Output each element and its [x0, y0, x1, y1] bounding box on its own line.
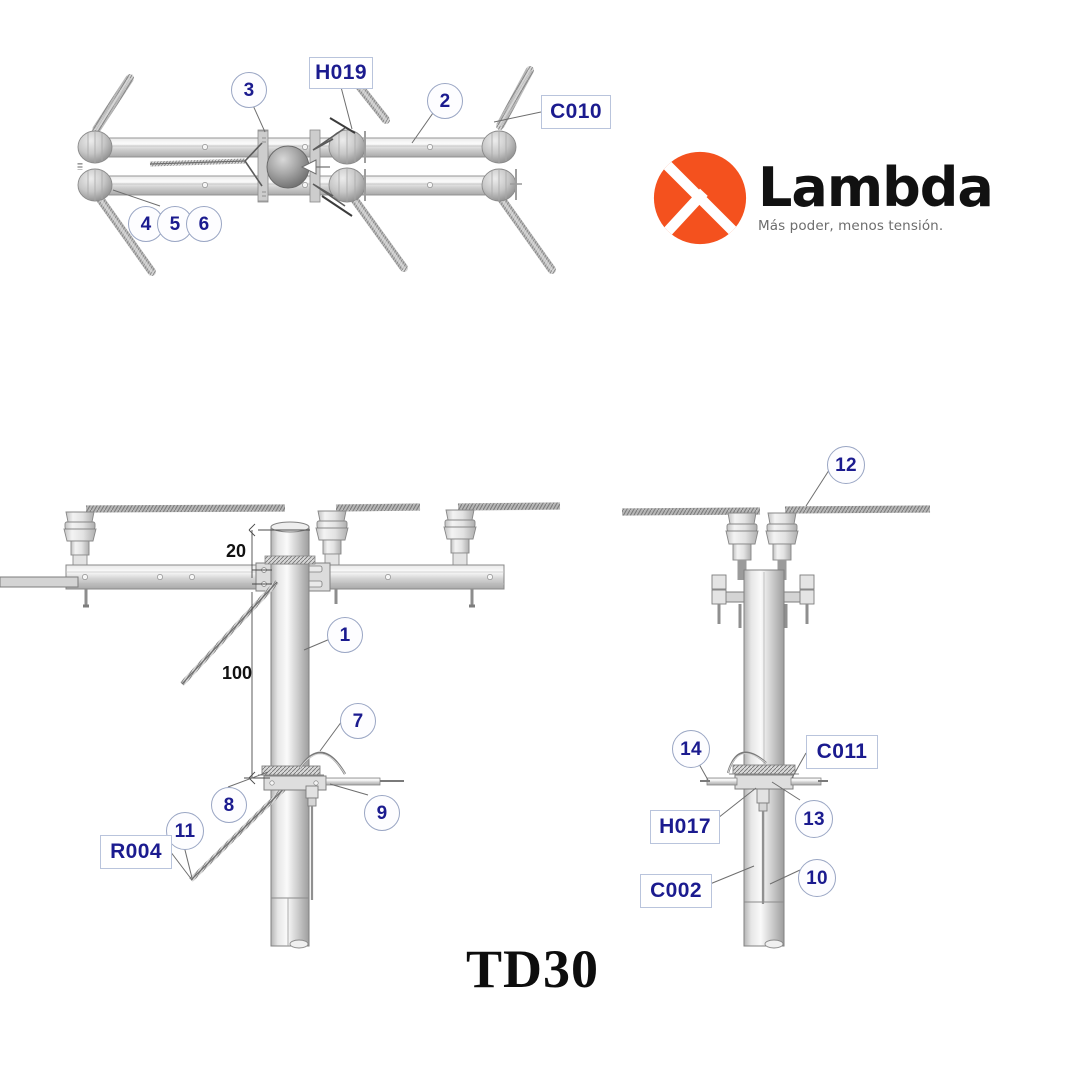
callout-2[interactable]: 2	[427, 83, 463, 119]
callout-r004[interactable]: R004	[100, 835, 172, 869]
callout-3[interactable]: 3	[231, 72, 267, 108]
brand-logo: Lambda Más poder, menos tensión.	[652, 150, 994, 246]
callout-13[interactable]: 13	[795, 800, 833, 838]
callout-7[interactable]: 7	[340, 703, 376, 739]
callout-10[interactable]: 10	[798, 859, 836, 897]
callout-h017[interactable]: H017	[650, 810, 720, 844]
page-title: TD30	[466, 939, 600, 999]
callout-12[interactable]: 12	[827, 446, 865, 484]
callout-group-456: 4 5 6	[128, 206, 224, 242]
callout-14[interactable]: 14	[672, 730, 710, 768]
callout-5[interactable]: 5	[157, 206, 193, 242]
brand-name: Lambda	[758, 156, 994, 220]
callout-8[interactable]: 8	[211, 787, 247, 823]
brand-wordmark: Lambda Más poder, menos tensión.	[758, 156, 994, 234]
callout-h019[interactable]: H019	[309, 57, 373, 89]
dimension-100: 100	[222, 663, 253, 683]
callout-c002[interactable]: C002	[640, 874, 712, 908]
brand-tagline: Más poder, menos tensión.	[758, 217, 944, 234]
callout-9[interactable]: 9	[364, 795, 400, 831]
callout-c010[interactable]: C010	[541, 95, 611, 129]
callout-6[interactable]: 6	[186, 206, 222, 242]
lambda-x-circle-icon	[652, 150, 748, 246]
callout-11[interactable]: 11	[166, 812, 204, 850]
callout-1[interactable]: 1	[327, 617, 363, 653]
dimension-20: 20	[226, 541, 247, 561]
callout-c011[interactable]: C011	[806, 735, 878, 769]
